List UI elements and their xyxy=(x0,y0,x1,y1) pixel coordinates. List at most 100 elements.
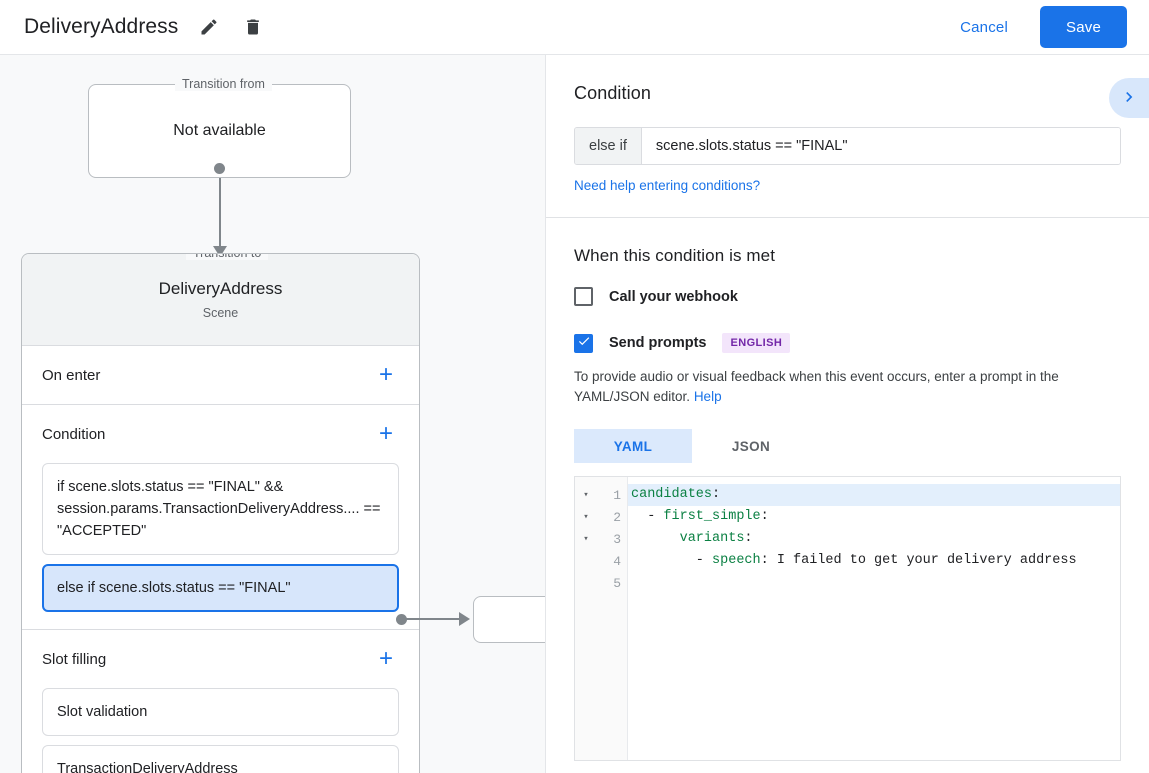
webhook-row[interactable]: Call your webhook xyxy=(574,287,1121,306)
code-token: : xyxy=(760,553,777,568)
section-on-enter: On enter + xyxy=(22,346,419,405)
delete-button[interactable] xyxy=(236,10,270,44)
condition-help-link[interactable]: Need help entering conditions? xyxy=(574,178,761,193)
section-title-on-enter: On enter xyxy=(42,366,101,384)
code-token: speech xyxy=(712,553,761,568)
connector-dot-right xyxy=(396,614,407,625)
slot-item[interactable]: TransactionDeliveryAddress xyxy=(42,745,399,773)
editor-format-tabs: YAML JSON xyxy=(574,429,1121,463)
slot-validation-item[interactable]: Slot validation xyxy=(42,688,399,736)
condition-item[interactable]: if scene.slots.status == "FINAL" && sess… xyxy=(42,463,399,555)
tab-json[interactable]: JSON xyxy=(692,429,810,463)
transition-from-title: Not available xyxy=(173,122,266,139)
condition-prefix: else if xyxy=(575,128,642,164)
page-title: DeliveryAddress xyxy=(24,15,179,38)
section-divider xyxy=(546,217,1149,218)
edit-name-button[interactable] xyxy=(192,10,226,44)
send-prompts-checkbox[interactable] xyxy=(574,333,593,353)
connector-dot-top xyxy=(214,163,225,174)
add-condition-button[interactable]: + xyxy=(373,421,399,447)
when-met-heading: When this condition is met xyxy=(574,246,776,265)
slot-filling-list: Slot validation TransactionDeliveryAddre… xyxy=(42,688,399,773)
transition-from-node[interactable]: Transition from Not available xyxy=(88,77,351,178)
tab-yaml[interactable]: YAML xyxy=(574,429,692,463)
section-condition: Condition + if scene.slots.status == "FI… xyxy=(22,405,419,630)
call-webhook-checkbox[interactable] xyxy=(574,287,593,306)
connector-line-horizontal xyxy=(406,618,461,620)
chevron-right-icon xyxy=(1119,87,1139,110)
code-token: first_simple xyxy=(663,509,761,524)
top-app-bar: DeliveryAddress Cancel Save xyxy=(0,0,1149,55)
editor-gutter-line: ▾1 xyxy=(575,484,627,506)
code-token: : xyxy=(712,487,721,502)
scene-header: DeliveryAddress Scene xyxy=(22,254,419,346)
section-title-condition: Condition xyxy=(42,425,106,443)
editor-code-line[interactable]: - first_simple: xyxy=(628,506,1120,528)
editor-code-line[interactable] xyxy=(628,572,1120,594)
scene-type: Scene xyxy=(202,306,239,320)
code-token: I failed to get your delivery address xyxy=(776,553,1077,568)
line-number: 5 xyxy=(613,575,621,591)
code-token: - xyxy=(631,553,713,568)
section-header: On enter + xyxy=(42,346,399,404)
code-token: candidates xyxy=(631,487,713,502)
scene-name: DeliveryAddress xyxy=(158,279,283,298)
fold-toggle-icon[interactable]: ▾ xyxy=(583,534,589,544)
editor-gutter-line: 5 xyxy=(575,572,627,594)
section-header: Condition + xyxy=(42,405,399,463)
add-on-enter-button[interactable]: + xyxy=(373,362,399,388)
line-number: 3 xyxy=(613,531,621,547)
editor-code-line[interactable]: variants: xyxy=(628,528,1120,550)
code-token: : xyxy=(760,509,769,524)
condition-section: Condition else if Need help entering con… xyxy=(546,55,1149,217)
trash-icon xyxy=(243,17,263,37)
code-token xyxy=(631,531,680,546)
section-slot-filling: Slot filling + Slot validation Transacti… xyxy=(22,630,419,773)
editor-code-line[interactable]: candidates: xyxy=(628,484,1120,506)
detail-panel: Condition else if Need help entering con… xyxy=(545,55,1149,773)
send-prompts-row[interactable]: Send prompts ENGLISH xyxy=(574,333,1121,353)
editor-gutter-line: ▾3 xyxy=(575,528,627,550)
condition-input-row[interactable]: else if xyxy=(574,127,1121,165)
transition-from-legend: Transition from xyxy=(175,77,272,91)
code-token: - xyxy=(631,509,664,524)
prompts-helper-text: To provide audio or visual feedback when… xyxy=(574,367,1121,407)
language-badge: ENGLISH xyxy=(722,333,791,353)
send-prompts-label: Send prompts xyxy=(609,335,707,351)
pencil-icon xyxy=(199,17,219,37)
save-button[interactable]: Save xyxy=(1040,6,1127,48)
next-node-partial[interactable] xyxy=(473,596,545,643)
transition-to-node[interactable]: Transition to DeliveryAddress Scene On e… xyxy=(21,253,420,773)
helper-help-link[interactable]: Help xyxy=(693,389,722,404)
condition-item-selected[interactable]: else if scene.slots.status == "FINAL" xyxy=(42,564,399,612)
line-number: 2 xyxy=(613,509,621,525)
condition-expression-input[interactable] xyxy=(641,128,1120,164)
connector-arrow-down xyxy=(213,246,227,257)
code-token: : xyxy=(744,531,753,546)
connector-line-vertical xyxy=(219,178,221,250)
line-number: 4 xyxy=(613,553,621,569)
editor-gutter-line: ▾2 xyxy=(575,506,627,528)
fold-toggle-icon[interactable]: ▾ xyxy=(583,512,589,522)
checkmark-icon xyxy=(577,334,591,353)
cancel-button[interactable]: Cancel xyxy=(946,11,1022,44)
fold-toggle-icon[interactable]: ▾ xyxy=(583,490,589,500)
editor-code-area[interactable]: candidates: - first_simple: variants: - … xyxy=(628,477,1120,760)
editor-code-line[interactable]: - speech: I failed to get your delivery … xyxy=(628,550,1120,572)
collapse-panel-button[interactable] xyxy=(1109,78,1149,118)
add-slot-filling-button[interactable]: + xyxy=(373,646,399,672)
line-number: 1 xyxy=(613,487,621,503)
condition-list: if scene.slots.status == "FINAL" && sess… xyxy=(42,463,399,629)
section-title-slot-filling: Slot filling xyxy=(42,650,107,668)
code-token: variants xyxy=(679,531,745,546)
helper-text-body: To provide audio or visual feedback when… xyxy=(574,369,1059,404)
section-header: Slot filling + xyxy=(42,630,399,688)
connector-arrow-right xyxy=(459,612,470,626)
transition-to-legend: Transition to xyxy=(186,254,269,260)
call-webhook-label: Call your webhook xyxy=(609,288,738,305)
scene-graph-pane[interactable]: Transition from Not available Transition… xyxy=(0,55,545,773)
condition-heading: Condition xyxy=(574,83,651,103)
editor-gutter-line: 4 xyxy=(575,550,627,572)
